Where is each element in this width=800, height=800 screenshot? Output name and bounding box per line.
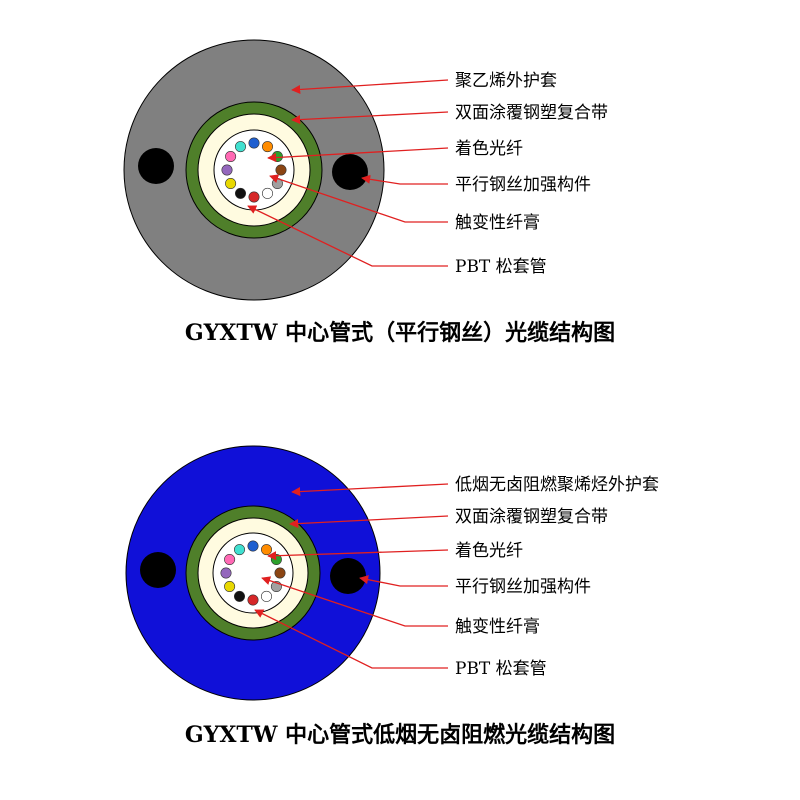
fiber-2-1 bbox=[247, 540, 259, 552]
label-tube-2: PBT 松套管 bbox=[455, 659, 547, 679]
arrow-tape-1 bbox=[291, 111, 449, 125]
fiber-2-8 bbox=[234, 590, 246, 602]
labels-2: 低烟无卤阻燃聚烯烃外护套 双面涂覆钢塑复合带 着色光纤 平行钢丝加强构件 触变性… bbox=[455, 475, 659, 679]
fiber-1-12 bbox=[235, 141, 247, 153]
callouts-2 bbox=[254, 483, 449, 669]
fiber-1-7 bbox=[248, 191, 260, 203]
arrow-fiber-2 bbox=[267, 549, 449, 561]
caption-1: GYXTW 中心管式（平行钢丝）光缆结构图 bbox=[185, 320, 615, 346]
arrow-gel-2 bbox=[261, 576, 448, 627]
fiber-1-3 bbox=[271, 151, 283, 163]
steel-wire-right-1 bbox=[332, 154, 368, 190]
label-steel-1: 平行钢丝加强构件 bbox=[455, 175, 591, 195]
cross-section-1 bbox=[123, 39, 385, 301]
fiber-2-9 bbox=[224, 580, 236, 592]
steel-wire-left-1 bbox=[138, 148, 174, 184]
fiber-1-6 bbox=[261, 187, 273, 199]
steel-wire-left-2 bbox=[140, 552, 176, 588]
label-fiber-2: 着色光纤 bbox=[455, 541, 523, 561]
fiber-2-10 bbox=[220, 567, 232, 579]
arrow-fiber-1 bbox=[267, 147, 449, 163]
fiber-2-12 bbox=[234, 544, 246, 556]
fiber-1-11 bbox=[225, 151, 237, 163]
fiber-2-4 bbox=[274, 567, 286, 579]
arrow-tape-2 bbox=[289, 515, 449, 529]
arrow-tube-2 bbox=[254, 609, 448, 669]
arrow-steel-1 bbox=[361, 174, 448, 185]
cable-diagram-1: 聚乙烯外护套 双面涂覆钢塑复合带 着色光纤 平行钢丝加强构件 触变性纤膏 PBT… bbox=[123, 39, 615, 346]
labels-1: 聚乙烯外护套 双面涂覆钢塑复合带 着色光纤 平行钢丝加强构件 触变性纤膏 PBT… bbox=[455, 71, 608, 277]
arrow-steel-2 bbox=[359, 575, 448, 587]
arrow-jacket-2 bbox=[291, 483, 449, 497]
label-tape-2: 双面涂覆钢塑复合带 bbox=[455, 507, 608, 527]
label-fiber-1: 着色光纤 bbox=[455, 139, 523, 159]
label-jacket-1: 聚乙烯外护套 bbox=[455, 71, 557, 91]
label-jacket-2: 低烟无卤阻燃聚烯烃外护套 bbox=[455, 475, 659, 495]
fiber-1-1 bbox=[248, 137, 260, 149]
fiber-2-2 bbox=[260, 544, 272, 556]
steel-wire-right-2 bbox=[330, 558, 366, 594]
fiber-2-11 bbox=[224, 553, 236, 565]
label-steel-2: 平行钢丝加强构件 bbox=[455, 577, 591, 597]
callouts-1 bbox=[247, 79, 449, 267]
cross-section-2 bbox=[125, 445, 381, 701]
fiber-2-6 bbox=[260, 590, 272, 602]
arrow-gel-1 bbox=[269, 174, 448, 223]
fiber-2-7 bbox=[247, 594, 259, 606]
label-tape-1: 双面涂覆钢塑复合带 bbox=[455, 103, 608, 123]
cable-diagram-2: 低烟无卤阻燃聚烯烃外护套 双面涂覆钢塑复合带 着色光纤 平行钢丝加强构件 触变性… bbox=[125, 445, 659, 748]
caption-2: GYXTW 中心管式低烟无卤阻燃光缆结构图 bbox=[185, 722, 615, 748]
fiber-1-10 bbox=[221, 164, 233, 176]
fiber-1-2 bbox=[261, 141, 273, 153]
label-gel-2: 触变性纤膏 bbox=[455, 616, 540, 637]
label-gel-1: 触变性纤膏 bbox=[455, 212, 540, 233]
fiber-1-9 bbox=[225, 178, 237, 190]
arrow-tube-1 bbox=[247, 205, 448, 267]
fiber-1-8 bbox=[235, 187, 247, 199]
label-tube-1: PBT 松套管 bbox=[455, 257, 547, 277]
arrow-jacket-1 bbox=[291, 79, 449, 95]
fiber-1-4 bbox=[275, 164, 287, 176]
